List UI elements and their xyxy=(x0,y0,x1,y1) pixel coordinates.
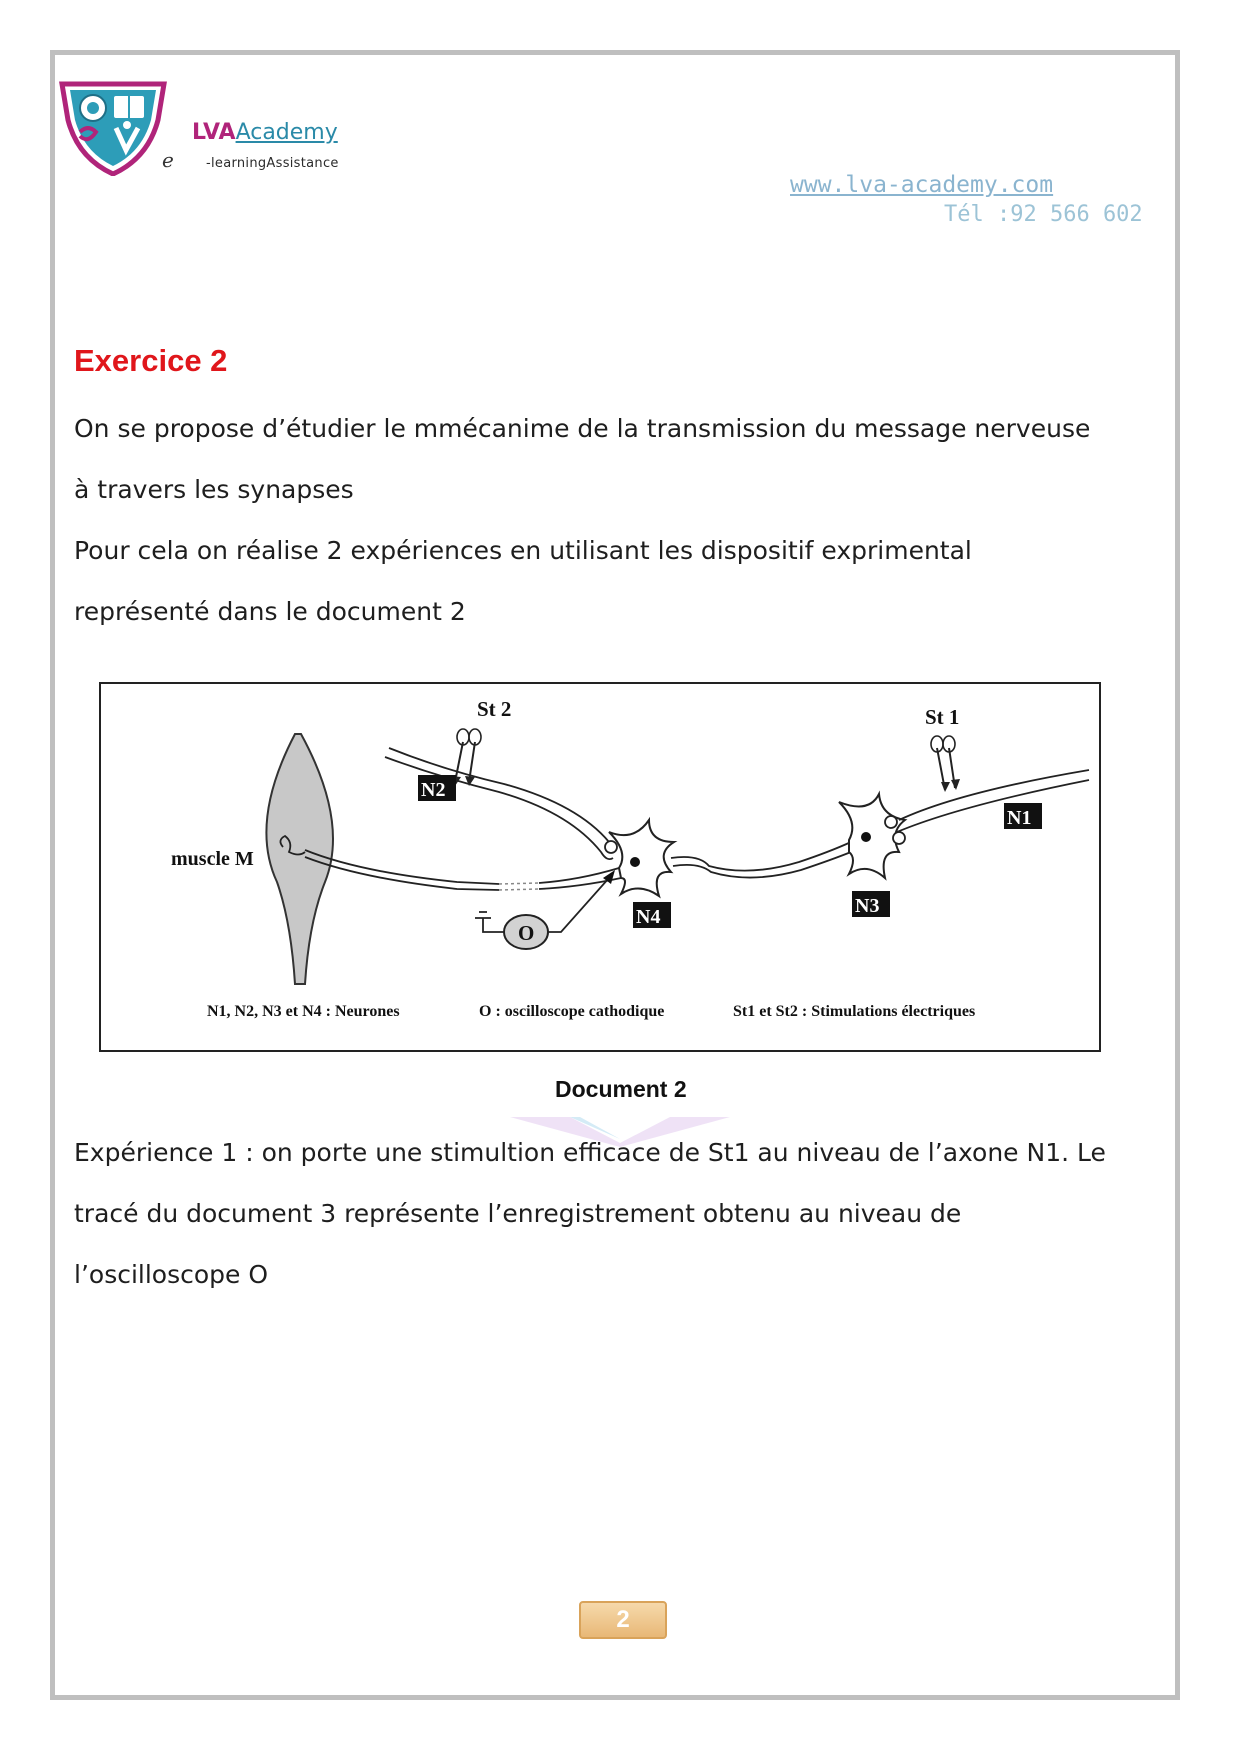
page-number-badge: 2 xyxy=(579,1601,667,1639)
stimulator-st2-icon xyxy=(451,728,482,786)
oscilloscope-icon xyxy=(475,870,615,950)
phone-number: Tél :92 566 602 xyxy=(944,202,1143,227)
brand-name: LVAAcademy xyxy=(192,120,338,145)
intro-line-1: On se propose d’étudier le mmécanime de … xyxy=(74,414,1091,443)
experiment-diagram: muscle M St 2 St 1 N2 N1 xyxy=(99,682,1101,1052)
intro-line-2: à travers les synapses xyxy=(74,475,354,504)
brand-tagline: -learningAssistance xyxy=(206,156,339,171)
diagram-border xyxy=(99,682,1101,1052)
legend-oscilloscope: O : oscilloscope cathodique xyxy=(479,1003,664,1020)
label-n1: N1 xyxy=(1007,807,1031,829)
stimulator-st1-icon xyxy=(930,735,960,792)
label-oscilloscope: O xyxy=(518,921,534,945)
intro-line-4: représenté dans le document 2 xyxy=(74,597,466,626)
legend-stimulations: St1 et St2 : Stimulations électriques xyxy=(733,1003,975,1020)
brand-academy: Academy xyxy=(235,120,338,145)
experience1-line-1: Expérience 1 : on porte une stimultion e… xyxy=(74,1138,1106,1167)
brand-e-letter: e xyxy=(162,148,174,172)
website-link[interactable]: www.lva-academy.com xyxy=(790,172,1054,198)
legend-neurones: N1, N2, N3 et N4 : Neurones xyxy=(207,1003,400,1020)
page-frame xyxy=(50,50,1180,1700)
brand-lva: LVA xyxy=(192,120,236,145)
experience1-line-2: tracé du document 3 représente l’enregis… xyxy=(74,1199,962,1228)
intro-line-3: Pour cela on réalise 2 expériences en ut… xyxy=(74,536,972,565)
label-st1: St 1 xyxy=(925,705,959,729)
document-caption: Document 2 xyxy=(555,1076,687,1102)
watermark-icon xyxy=(510,1117,730,1147)
exercise-title: Exercice 2 xyxy=(74,343,228,378)
label-muscle: muscle M xyxy=(171,848,254,870)
label-n4: N4 xyxy=(636,906,660,928)
label-st2: St 2 xyxy=(477,697,511,721)
label-n2: N2 xyxy=(421,779,445,801)
label-n3: N3 xyxy=(855,895,879,917)
experience1-line-3: l’oscilloscope O xyxy=(74,1260,269,1289)
neuron-n4-body xyxy=(608,816,678,899)
muscle-shape xyxy=(265,733,334,985)
lva-logo-icon xyxy=(59,81,167,176)
